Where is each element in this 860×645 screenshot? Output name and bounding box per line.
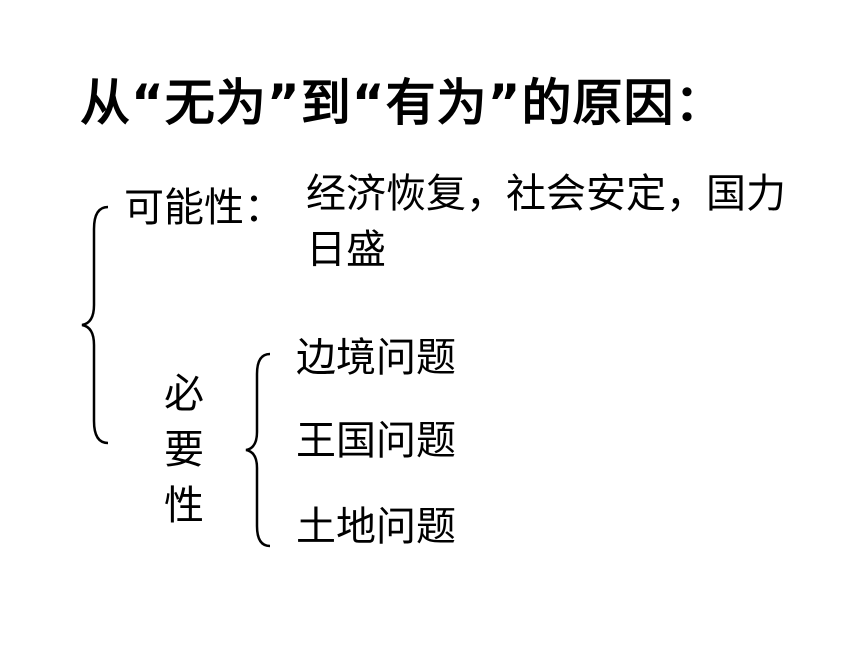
slide-title: 从“无为”到“有为”的原因： xyxy=(80,74,726,132)
possibility-text: 经济恢复，社会安定，国力日盛 xyxy=(306,171,786,273)
necessity-label: 必要性 xyxy=(164,371,204,529)
outer-brace xyxy=(81,205,109,445)
inner-brace xyxy=(245,352,271,548)
possibility-label: 可能性： xyxy=(124,185,284,231)
necessity-item-border: 边境问题 xyxy=(296,335,456,381)
necessity-item-land: 土地问题 xyxy=(296,504,456,550)
necessity-item-kingdoms: 王国问题 xyxy=(296,418,456,464)
